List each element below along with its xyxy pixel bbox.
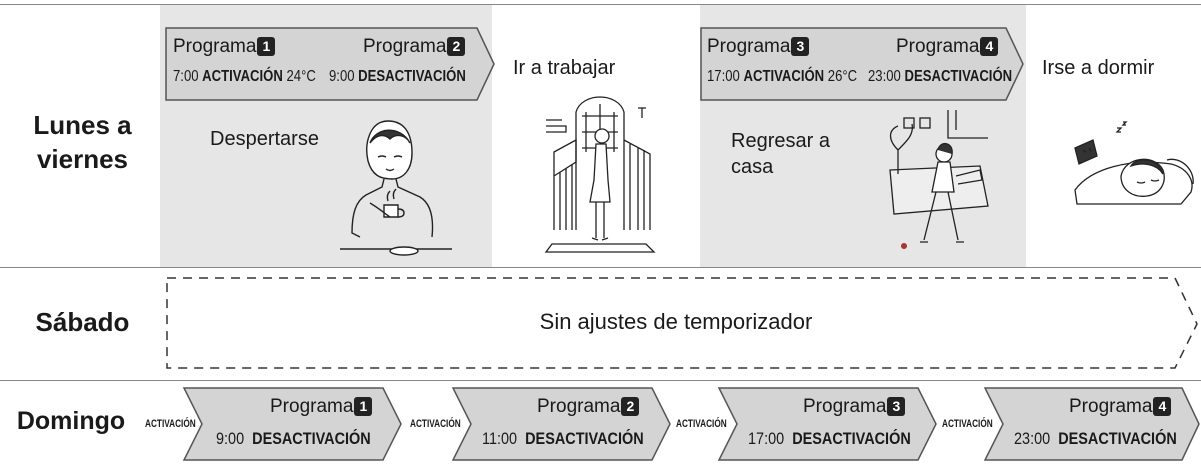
weekday-program-4-time: 23:00 DESACTIVACIÓN bbox=[868, 68, 1012, 86]
weekday-program-1-time: 7:00 ACTIVACIÓN 24°C bbox=[173, 68, 316, 86]
sunday-program-1-number-badge: 1 bbox=[354, 397, 373, 416]
sunday-program-4-time-value: 23:00 bbox=[1014, 429, 1051, 448]
sunday-program-3-time: 17:00 DESACTIVACIÓN bbox=[748, 429, 911, 449]
weekday-program-3-label: Programa bbox=[707, 36, 791, 57]
woman-resting-on-sofa-illustration bbox=[889, 110, 989, 249]
saturday-bottom-rule bbox=[0, 380, 1201, 381]
weekday-program-3-temp: 26°C bbox=[827, 68, 858, 85]
weekday-program-1-label: Programa bbox=[173, 36, 257, 57]
sunday-program-1-label: Programa bbox=[270, 396, 354, 417]
sunday-program-3-action: DESACTIVACIÓN bbox=[792, 429, 911, 448]
row-label-weekdays: Lunes a viernes bbox=[10, 108, 155, 176]
event-return-home: Regresar a casa bbox=[731, 128, 830, 180]
weekday-program-2-action: DESACTIVACIÓN bbox=[358, 68, 466, 85]
sunday-program-2-time-value: 11:00 bbox=[482, 429, 518, 448]
sunday-program-1-chevron bbox=[182, 387, 402, 461]
sunday-program-2-time: 11:00 DESACTIVACIÓN bbox=[482, 429, 644, 449]
top-rule bbox=[0, 4, 1201, 5]
weekday-program-1-temp: 24°C bbox=[286, 68, 316, 85]
woman-sleeping-illustration bbox=[1074, 121, 1194, 205]
sunday-program-2-label: Programa bbox=[537, 396, 621, 417]
weekday-bottom-rule bbox=[0, 267, 1201, 268]
weekday-program-3-action: ACTIVACIÓN bbox=[743, 68, 825, 85]
sunday-program-4-chevron bbox=[983, 387, 1200, 461]
sunday-program-4-number-badge: 4 bbox=[1153, 397, 1172, 416]
weekday-program-3-time: 17:00 ACTIVACIÓN 26°C bbox=[707, 68, 857, 86]
weekday-program-1-time-value: 7:00 bbox=[173, 68, 199, 85]
sunday-program-2-chevron bbox=[451, 387, 671, 461]
row-label-sunday: Domingo bbox=[16, 407, 126, 435]
sunday-program-1-time: 9:00 DESACTIVACIÓN bbox=[216, 429, 371, 449]
sunday-program-4-label: Programa bbox=[1069, 396, 1153, 417]
weekday-program-arrow-morning bbox=[165, 27, 495, 101]
event-return-home-line2: casa bbox=[731, 156, 774, 178]
event-wake-up: Despertarse bbox=[210, 128, 319, 150]
weekday-program-2-label: Programa bbox=[363, 36, 447, 57]
row-label-weekdays-line1: Lunes a bbox=[33, 110, 132, 140]
row-label-saturday: Sábado bbox=[35, 307, 130, 337]
sunday-program-3-number-badge: 3 bbox=[887, 397, 906, 416]
weekday-program-2-number-badge: 2 bbox=[447, 37, 466, 56]
sunday-program-1-pre-activation: ACTIVACIÓN bbox=[145, 418, 196, 430]
sunday-program-3-label: Programa bbox=[803, 396, 887, 417]
weekday-program-4-action: DESACTIVACIÓN bbox=[904, 68, 1013, 85]
weekday-program-1-number-badge: 1 bbox=[257, 37, 276, 56]
row-label-weekdays-line2: viernes bbox=[36, 144, 129, 174]
weekday-program-2-time-value: 9:00 bbox=[329, 68, 355, 85]
sunday-program-3-chevron bbox=[717, 387, 937, 461]
event-return-home-line1: Regresar a bbox=[731, 130, 830, 152]
weekday-program-3-time-value: 17:00 bbox=[707, 68, 740, 85]
sunday-program-2-pre-activation: ACTIVACIÓN bbox=[410, 418, 461, 430]
sunday-program-2-number-badge: 2 bbox=[621, 397, 640, 416]
sunday-program-3-time-value: 17:00 bbox=[748, 429, 785, 448]
weekday-program-4-time-value: 23:00 bbox=[868, 68, 901, 85]
weekday-program-4-number-badge: 4 bbox=[980, 37, 999, 56]
sunday-program-1-action: DESACTIVACIÓN bbox=[252, 429, 371, 448]
sunday-program-4-pre-activation: ACTIVACIÓN bbox=[942, 418, 993, 430]
weekday-program-1-action: ACTIVACIÓN bbox=[202, 68, 283, 85]
weekday-program-arrow-evening bbox=[700, 27, 1024, 101]
woman-drinking-coffee-illustration bbox=[340, 120, 452, 256]
event-go-to-sleep: Irse a dormir bbox=[1042, 57, 1155, 79]
sunday-program-4-action: DESACTIVACIÓN bbox=[1058, 429, 1177, 448]
sunday-program-3-pre-activation: ACTIVACIÓN bbox=[676, 418, 727, 430]
woman-leaving-for-work-illustration bbox=[544, 96, 656, 253]
weekday-program-3-number-badge: 3 bbox=[791, 37, 810, 56]
saturday-no-timer-arrow bbox=[166, 277, 1198, 369]
sunday-program-1-time-value: 9:00 bbox=[216, 429, 245, 448]
sunday-program-2-action: DESACTIVACIÓN bbox=[525, 429, 644, 448]
weekday-program-2-time: 9:00 DESACTIVACIÓN bbox=[329, 68, 466, 86]
event-go-to-work: Ir a trabajar bbox=[513, 57, 616, 79]
weekday-program-4-label: Programa bbox=[896, 36, 980, 57]
sunday-program-4-time: 23:00 DESACTIVACIÓN bbox=[1014, 429, 1177, 449]
saturday-no-timer-text: Sin ajustes de temporizador bbox=[539, 309, 813, 334]
